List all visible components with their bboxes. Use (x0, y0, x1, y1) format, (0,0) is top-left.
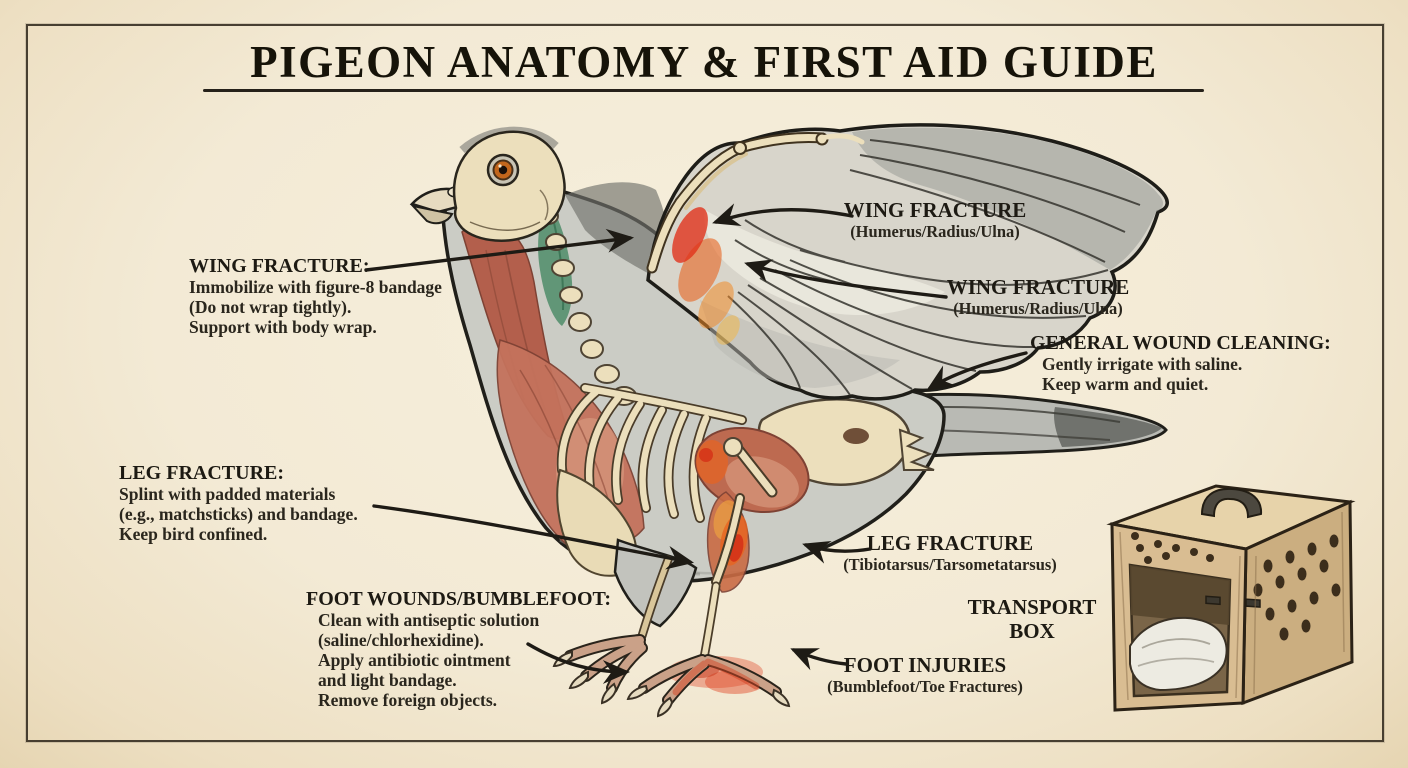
treatment-line: (saline/chlorhexidine). (318, 630, 484, 650)
treatment-line: Apply antibiotic ointment (318, 650, 511, 670)
pigeon-leg (613, 426, 810, 663)
foot-wounds-treatment: FOOT WOUNDS/BUMBLEFOOT: Clean with antis… (306, 588, 611, 710)
pigeon-ribs (556, 383, 747, 523)
pointer-title: WING FRACTURE (946, 275, 1130, 299)
wing-fracture-pointer-b: WING FRACTURE (Humerus/Radius/Ulna) (913, 275, 1163, 319)
label-line: TRANSPORT (967, 595, 1097, 619)
towel (1129, 616, 1228, 692)
treatment-heading: WING FRACTURE: (189, 255, 370, 277)
treatment-line: (e.g., matchsticks) and bandage. (119, 504, 358, 524)
pointer-detail: (Tibiotarsus/Tarsometatarsus) (843, 555, 1057, 574)
pointer-arrow (372, 504, 695, 570)
pigeon-wing (646, 123, 1169, 401)
pointer-detail: (Bumblefoot/Toe Fractures) (827, 677, 1023, 696)
pointer-arrow (712, 203, 854, 227)
treatment-line: Immobilize with figure-8 bandage (189, 277, 442, 297)
treatment-line: Keep warm and quiet. (1042, 374, 1209, 394)
pigeon-eye (486, 153, 520, 187)
general-wound-cleaning: GENERAL WOUND CLEANING: Gently irrigate … (1030, 332, 1331, 394)
pointer-arrow (526, 642, 631, 684)
pigeon-anatomy-illustration (409, 123, 1169, 718)
treatment-heading: FOOT WOUNDS/BUMBLEFOOT: (306, 588, 612, 610)
pigeon-head (409, 126, 566, 242)
label-line: BOX (1009, 619, 1055, 643)
wing-fracture-pointer-a: WING FRACTURE (Humerus/Radius/Ulna) (810, 198, 1060, 242)
pointer-arrow (926, 351, 1028, 391)
treatment-heading: GENERAL WOUND CLEANING: (1030, 332, 1331, 354)
box-handle (1200, 487, 1263, 608)
treatment-line: Splint with padded materials (119, 484, 336, 504)
treatment-heading: LEG FRACTURE: (119, 462, 285, 484)
pointer-arrow (364, 228, 635, 272)
treatment-line: Clean with antiseptic solution (318, 610, 540, 630)
foot-injuries-pointer: FOOT INJURIES (Bumblefoot/Toe Fractures) (795, 653, 1055, 697)
pointer-detail: (Humerus/Radius/Ulna) (850, 222, 1020, 241)
treatment-line: Support with body wrap. (189, 317, 377, 337)
pointer-arrow (790, 648, 848, 671)
title-underline (203, 89, 1204, 92)
pointer-arrows (364, 203, 1028, 684)
pointer-title: WING FRACTURE (843, 198, 1027, 222)
pigeon-skull (452, 130, 566, 242)
transport-box-label: TRANSPORT BOX (957, 595, 1107, 643)
treatment-line: Gently irrigate with saline. (1042, 354, 1243, 374)
wing-fracture-treatment: WING FRACTURE: Immobilize with figure-8 … (189, 255, 442, 337)
pointer-detail: (Humerus/Radius/Ulna) (953, 299, 1123, 318)
treatment-line: and light bandage. (318, 670, 457, 690)
pointer-title: LEG FRACTURE (866, 531, 1034, 555)
transport-box-illustration (1106, 484, 1356, 712)
treatment-line: Keep bird confined. (119, 524, 268, 544)
leg-fracture-pointer: LEG FRACTURE (Tibiotarsus/Tarsometatarsu… (815, 531, 1085, 575)
leg-fracture-treatment: LEG FRACTURE: Splint with padded materia… (119, 462, 358, 544)
pointer-title: FOOT INJURIES (843, 653, 1007, 677)
pointer-arrow (802, 540, 872, 564)
pointer-arrow (744, 259, 948, 299)
treatment-line: Remove foreign objects. (318, 690, 497, 710)
pigeon-wing-bones (646, 132, 865, 274)
treatment-line: (Do not wrap tightly). (189, 297, 352, 317)
fracture-highlight-wing (672, 207, 740, 345)
fracture-highlight-knee (696, 440, 728, 484)
poster-title: PIGEON ANATOMY & FIRST AID GUIDE (250, 37, 1158, 87)
